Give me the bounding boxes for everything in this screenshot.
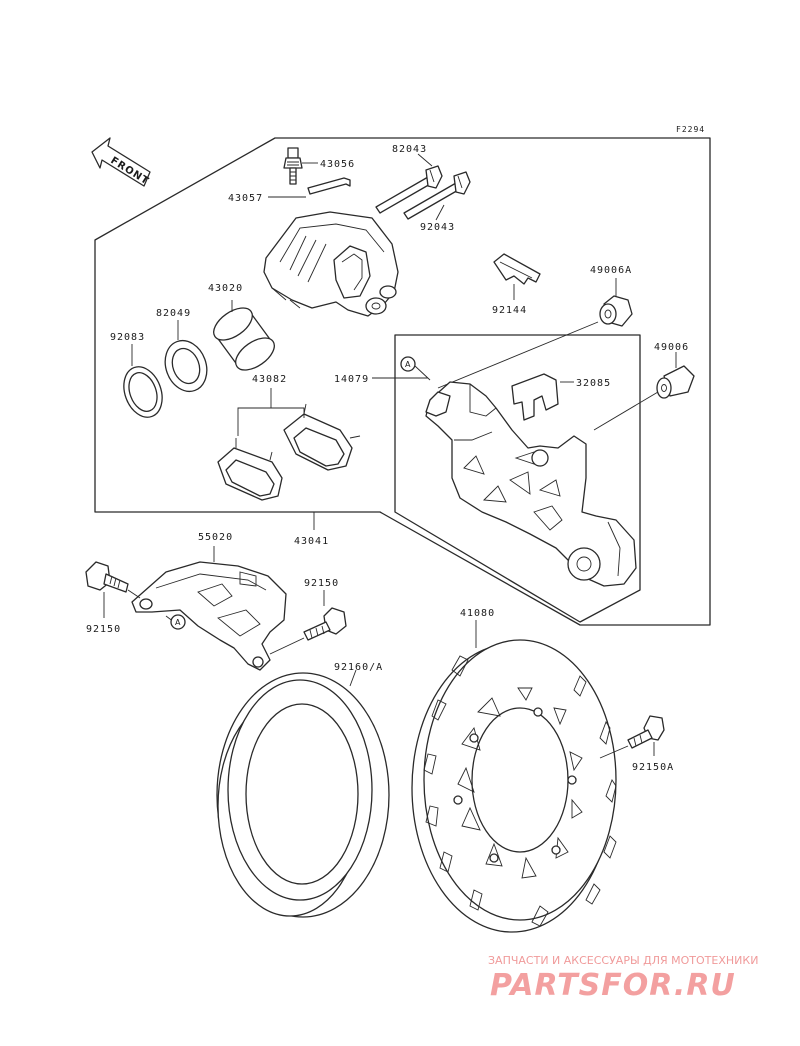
part-number-92150-left: 92150 [86,624,121,635]
pad-clip-part [511,373,574,421]
slide-pin-part-2 [403,171,471,220]
callout-a-bracket [400,356,416,372]
bracket-frame [394,334,641,623]
slide-pin-part-1 [375,165,443,214]
part-number-92144: 92144 [492,305,527,316]
part-number-55020: 55020 [198,532,233,543]
bolt-part-92150-left [85,561,141,618]
brake-pad-part-2 [283,403,361,471]
brake-pad-part-1 [217,438,283,501]
part-number-41080: 41080 [460,608,495,619]
watermark-subtitle: ЗАПЧАСТИ И АКСЕССУАРЫ ДЛЯ МОТОТЕХНИКИ [488,954,758,967]
part-number-43041: 43041 [294,536,329,547]
pad-spring-clip-part [268,177,351,198]
bleed-valve-part [283,147,318,185]
part-number-14079: 14079 [334,374,369,385]
callout-a-bracket-label: A [405,360,411,369]
callout-a-guard-label: A [175,618,181,627]
part-number-92150a: 92150A [632,762,674,773]
part-number-49006: 49006 [654,342,689,353]
watermark-logo: PARTSFOR.RU [490,968,736,1003]
part-number-92160a: 92160/A [334,662,383,673]
caliper-bracket-part [372,377,637,587]
boot-part-49006 [593,352,695,431]
brake-disc-part [411,620,617,933]
part-number-43082: 43082 [252,374,287,385]
pad-spring-part [493,253,541,300]
piston-seal-part [164,320,208,393]
part-number-92150-mid: 92150 [304,578,339,589]
part-number-43020: 43020 [208,283,243,294]
piston-part [213,300,275,371]
site-watermark: ЗАПЧАСТИ И АКСЕССУАРЫ ДЛЯ МОТОТЕХНИКИ PA… [488,954,758,1003]
part-number-43057: 43057 [228,193,263,204]
disc-bolt-part [599,715,665,759]
caliper-guard-part [131,546,287,671]
part-number-43056: 43056 [320,159,355,170]
spacer-ring-part [216,669,390,918]
part-number-82049: 82049 [156,308,191,319]
diagram-reference-code: F2294 [676,125,705,134]
caliper-body-part [263,211,399,317]
callout-a-guard [170,614,186,630]
bolt-part-92150-mid [269,590,347,655]
part-number-49006a: 49006A [590,265,632,276]
assembly-frame [94,137,711,626]
front-arrow-icon: FRONT [91,137,151,187]
part-number-82043: 82043 [392,144,427,155]
dust-seal-part [123,344,163,418]
part-number-32085: 32085 [576,378,611,389]
part-number-92083: 92083 [110,332,145,343]
part-number-92043: 92043 [420,222,455,233]
boot-part-49006a [437,278,633,389]
